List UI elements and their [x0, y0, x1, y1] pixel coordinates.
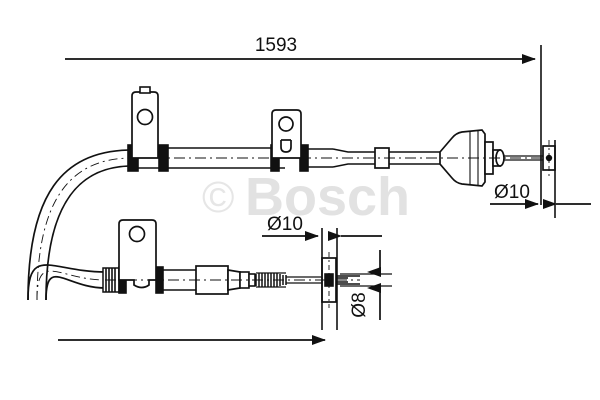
bosch-watermark: © Bosch	[202, 167, 410, 227]
brand-watermark-text: Bosch	[245, 167, 410, 227]
dimension-cable-diameter: Ø8	[340, 250, 392, 320]
dimension-label-overall-length: 1593	[255, 35, 297, 56]
tube3-top	[332, 148, 375, 153]
dimension-overall-length: 1593	[65, 35, 542, 205]
sheath-inner-top-curve	[45, 165, 133, 301]
lower-cable-assembly	[27, 219, 360, 308]
bracket-hole-upper-right	[278, 116, 294, 132]
nipple-stub-threads	[336, 277, 348, 283]
bracket-tab-upper-left	[139, 86, 151, 94]
dimension-label-d8: Ø8	[349, 292, 370, 317]
sheath-outer-bottom-curve	[27, 264, 106, 301]
dimension-label-d10-lower: Ø10	[267, 214, 303, 235]
dimension-label-d10-right: Ø10	[494, 182, 530, 203]
sheath-inner-bottom-curve	[45, 276, 106, 301]
sheath-outer-top-curve	[27, 149, 133, 301]
nipple-stub-lower	[336, 275, 360, 285]
bracket-clip-upper-right	[280, 140, 292, 153]
bracket-hole-lower	[128, 225, 146, 243]
dimension-sleeve-diameter-lower: Ø10	[262, 214, 382, 330]
bracket-hole-upper-left	[136, 108, 154, 126]
dimension-end-fitting-diameter-right: Ø10	[490, 140, 591, 218]
copyright-symbol: ©	[202, 173, 234, 222]
centerline-curve-lower	[36, 270, 106, 301]
mounting-bracket-lower	[118, 219, 157, 289]
tube3-bottom	[332, 163, 375, 168]
